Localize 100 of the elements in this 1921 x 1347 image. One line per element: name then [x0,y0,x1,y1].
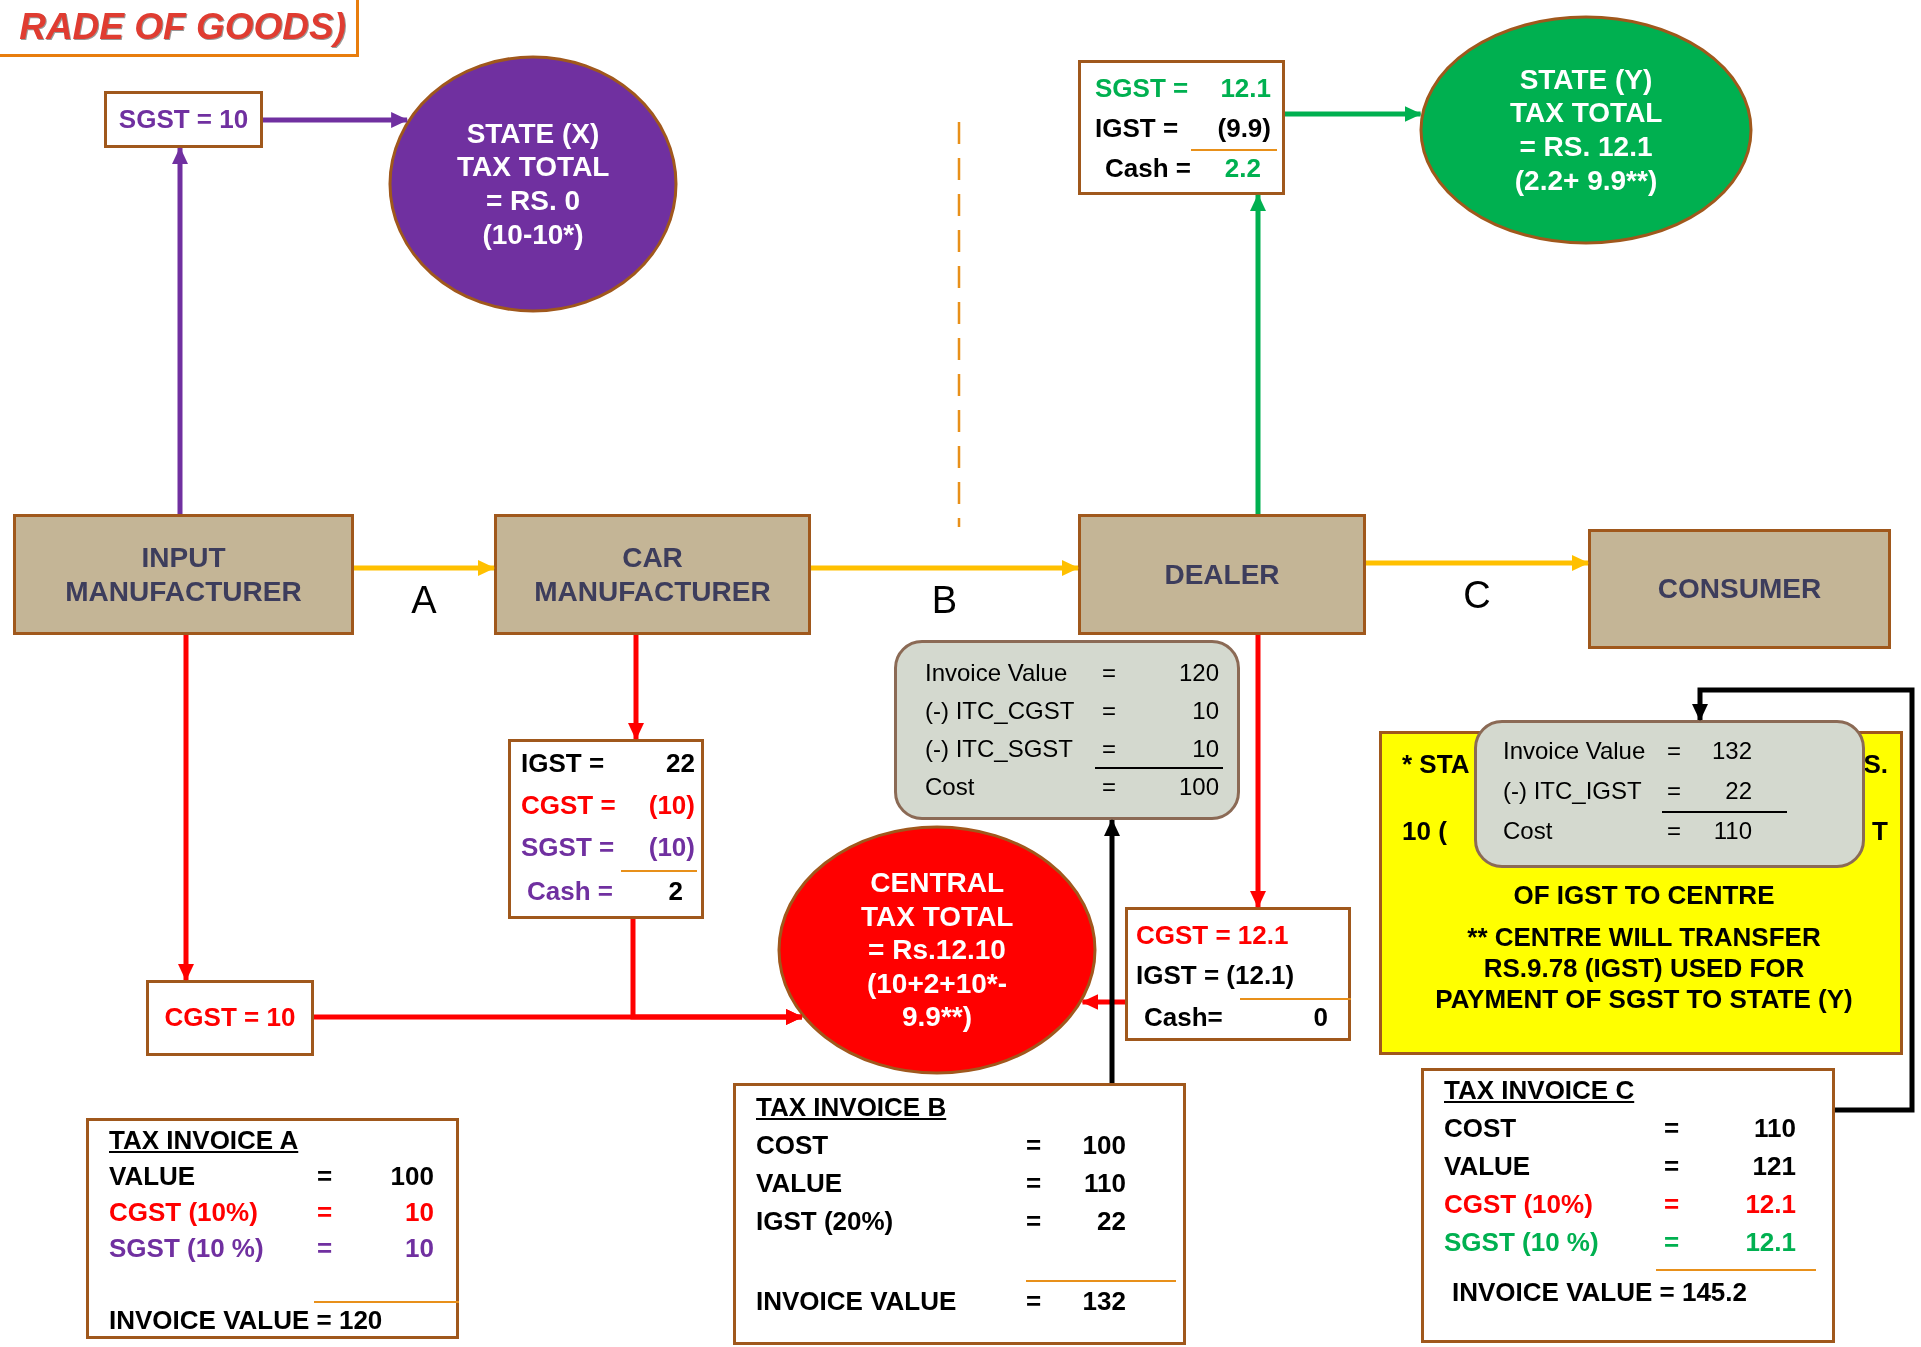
equals-sign: = [317,1161,333,1193]
equals-sign: = [1026,1168,1042,1200]
arrow [1285,106,1422,122]
node-label: CONSUMER [1657,572,1822,606]
equals-sign: = [1102,735,1116,764]
row-label: CGST (10%) [109,1197,258,1229]
amount-value: (10) [648,790,695,822]
row-label: Invoice Value [1503,737,1646,766]
row-label: IGST = (12.1) [1136,960,1295,992]
row-label: SGST (10 %) [1444,1227,1599,1259]
state-tax-ellipse [1419,15,1753,245]
arrow [628,635,644,740]
amount-value: 100 [1178,773,1219,802]
row-label: CGST (10%) [1444,1189,1593,1221]
amount-value: (9.9) [1217,113,1271,145]
title: RADE OF GOODS) [0,0,359,57]
amount-value: 22 [1725,777,1752,806]
node-label: CENTRAL TAX TOTAL = Rs.12.10 (10+2+10*- 9.9**) [860,866,1014,1034]
amount-value: 10 [405,1233,434,1265]
equals-sign: = [1102,773,1116,802]
table-heading: TAX INVOICE C [1444,1075,1635,1107]
calculation-tooltip [894,640,1240,820]
equals-sign: = [1026,1206,1042,1238]
equals-sign: = [317,1233,333,1265]
arrow [172,147,188,514]
equals-sign: = [317,1197,333,1229]
arrow [1250,194,1266,514]
equals-sign: = [1664,1227,1680,1259]
node-label: STATE (X) TAX TOTAL = RS. 0 (10-10*) [456,116,610,252]
node-label: DEALER [1164,557,1280,592]
row-label: VALUE [1444,1151,1531,1183]
tax-box [104,91,263,148]
arrow [354,560,495,576]
row-label: COST [1444,1113,1517,1145]
amount-value: 10 [1192,735,1219,764]
node-label: INPUT MANUFACTURER [64,540,303,609]
tax-box [1125,907,1351,1041]
party-box [13,514,354,635]
equals-sign: = [1102,697,1116,726]
party-box [494,514,811,635]
amount-value: 110 [1754,1113,1796,1145]
equals-sign: = [1026,1286,1042,1318]
row-label: COST [756,1130,829,1162]
tax-box [146,980,314,1056]
table-heading: TAX INVOICE B [756,1092,947,1124]
arrow [1366,555,1589,571]
equals-sign: = [1667,777,1681,806]
party-box [1588,529,1891,649]
equals-sign: = [1667,817,1681,846]
note-text: ** CENTRE WILL TRANSFER RS.9.78 (IGST) USED FOR PAYMENT OF SGST TO STATE (Y) [1434,922,1854,1016]
row-label: IGST = [1095,113,1179,145]
node-label: CGST = 10 [164,1002,296,1034]
arrow [1104,819,1120,1083]
note-text: OF IGST TO CENTRE [1513,880,1775,912]
row-label: SGST = [1095,73,1189,105]
row-label: Cash = [1105,153,1191,185]
row-label: (-) ITC_IGST [1503,777,1642,806]
row-label: INVOICE VALUE [756,1286,957,1318]
equals-sign: = [1102,659,1116,688]
arrow [178,635,194,981]
invoice-box [1421,1068,1835,1343]
note-text: T [1872,816,1888,848]
amount-value: 2 [668,876,683,908]
row-label: Cash = [527,876,613,908]
equals-sign: = [1664,1113,1680,1145]
amount-value: 12.1 [1220,73,1271,105]
amount-value: 110 [1084,1168,1126,1200]
arrow [811,560,1079,576]
amount-value: 132 [1711,737,1752,766]
equals-sign: = [1026,1130,1042,1162]
total-line: INVOICE VALUE = 120 [109,1305,383,1337]
amount-value: 132 [1082,1286,1126,1318]
note-text: S. [1863,749,1888,781]
amount-value: 121 [1752,1151,1796,1183]
node-label: STATE (Y) TAX TOTAL = RS. 12.1 (2.2+ 9.9**) [1509,62,1663,198]
arrow [1250,635,1266,908]
row-label: VALUE [756,1168,843,1200]
amount-value: 22 [666,748,695,780]
arrow [1081,994,1125,1010]
row-label: IGST (20%) [756,1206,894,1238]
amount-value: 100 [390,1161,434,1193]
row-label: (-) ITC_CGST [925,697,1075,726]
row-label: (-) ITC_SGST [925,735,1073,764]
amount-value: (10) [648,832,695,864]
amount-value: 12.1 [1745,1189,1796,1221]
row-label: Cost [1503,817,1553,846]
row-label: Cost [925,773,975,802]
amount-value: 22 [1097,1206,1126,1238]
row-label: SGST (10 %) [109,1233,264,1265]
arrow [263,112,409,128]
node-label: CAR MANUFACTURER [533,540,772,609]
row-label: Cash= [1144,1002,1223,1034]
row-label: IGST = [521,748,605,780]
row-label: CGST = 12.1 [1136,920,1289,952]
note-text: * STA [1402,749,1470,781]
invoice-box [86,1118,459,1339]
equals-sign: = [1664,1189,1680,1221]
note-text: 10 ( [1402,816,1447,848]
node-label: SGST = 10 [118,103,249,136]
row-label: SGST = [521,832,615,864]
